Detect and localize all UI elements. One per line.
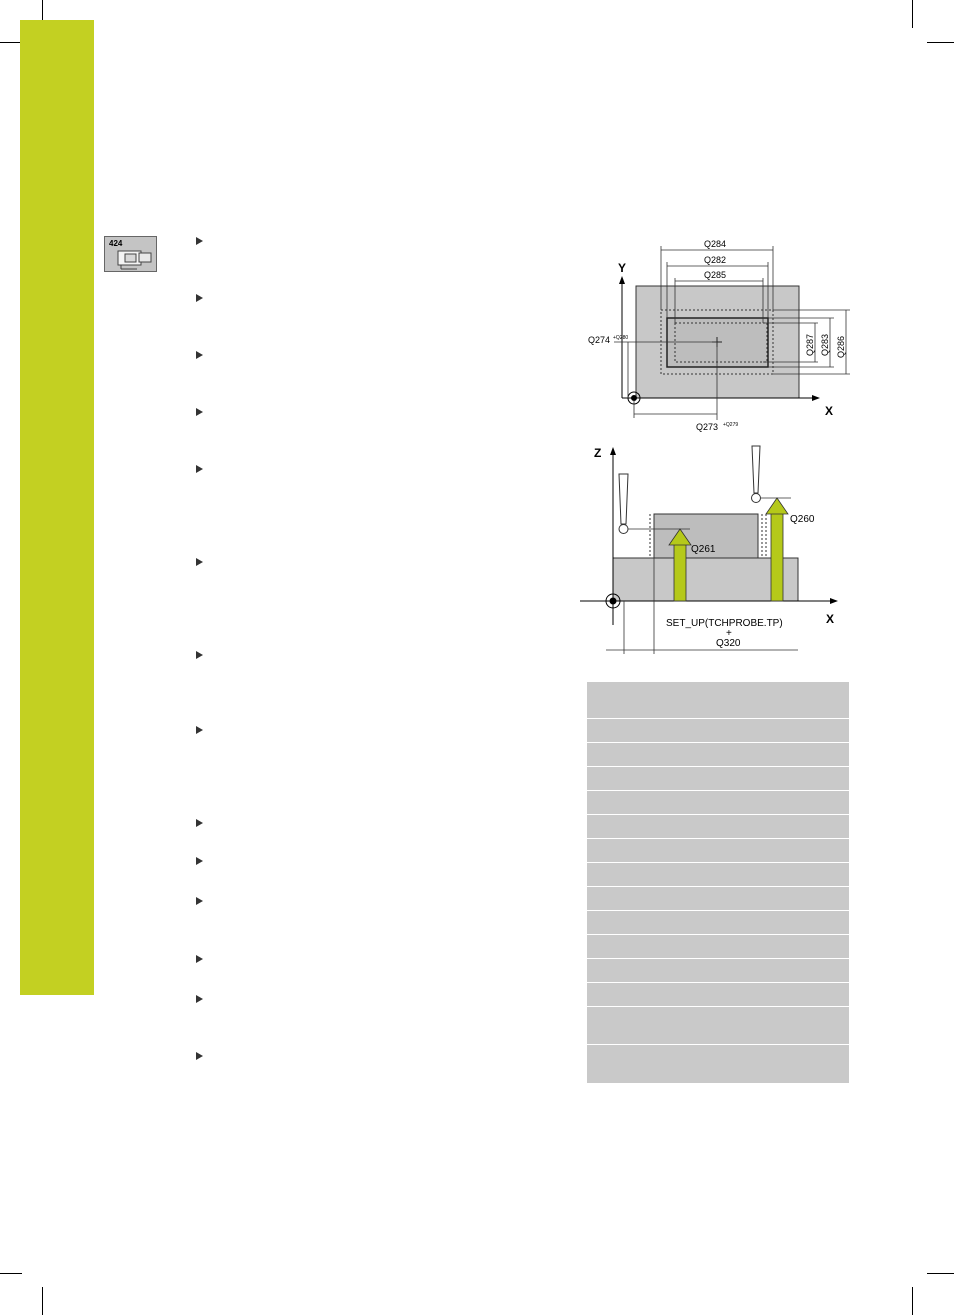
crop-mark: [912, 1287, 913, 1315]
q285-label: Q285: [704, 270, 726, 280]
z-axis-label: Z: [594, 446, 601, 460]
bullet-icon: [196, 955, 203, 963]
bullet-icon: [196, 819, 203, 827]
probe-tip-right: [751, 493, 761, 503]
q283-label: Q283: [820, 334, 830, 356]
probe-tip-left: [618, 524, 629, 534]
table-row: [587, 1045, 849, 1083]
datum-icon: [627, 391, 641, 405]
measure-arrow-right: [765, 497, 789, 602]
x-axis-label: X: [826, 612, 834, 626]
q260-label: Q260: [790, 514, 815, 525]
setup-label: SET_UP(TCHPROBE.TP): [666, 618, 783, 629]
q286-label: Q286: [836, 336, 846, 358]
crop-mark: [42, 1287, 43, 1315]
bullet-icon: [196, 237, 203, 245]
bullet-icon: [196, 465, 203, 473]
bullet-icon: [196, 857, 203, 865]
table-row: [587, 935, 849, 959]
q274-sup: +Q280: [613, 335, 628, 341]
finish-boundary: [674, 322, 768, 363]
bullet-icon: [196, 897, 203, 905]
table-row: [587, 743, 849, 767]
clearance-boundary: [660, 309, 774, 375]
y-axis-label: Y: [618, 261, 626, 275]
chapter-sidebar: [20, 20, 94, 995]
plus-label: +: [726, 628, 732, 639]
probe-stylus-right: [751, 445, 761, 494]
q273-sup: +Q279: [723, 422, 738, 428]
table-row: [587, 839, 849, 863]
table-row: [587, 887, 849, 911]
table-row: [587, 911, 849, 935]
q287-label: Q287: [805, 334, 815, 356]
q261-label: Q261: [691, 544, 716, 555]
table-row: [587, 682, 849, 719]
x-axis-label: X: [825, 404, 833, 418]
table-row: [587, 815, 849, 839]
crop-mark: [0, 42, 22, 43]
bullet-icon: [196, 351, 203, 359]
measure-arrow-left: [668, 528, 692, 602]
bullet-icon: [196, 726, 203, 734]
cycle-number: 424: [109, 239, 123, 248]
q320-label: Q320: [716, 638, 741, 649]
crop-mark: [0, 1273, 22, 1274]
datum-icon: [605, 593, 621, 609]
crop-mark: [927, 1273, 954, 1274]
table-row: [587, 767, 849, 791]
parameter-table: [587, 682, 849, 1083]
table-row: [587, 959, 849, 983]
pocket-outline: [666, 317, 769, 368]
bullet-icon: [196, 995, 203, 1003]
base-block: [612, 557, 799, 602]
bullet-icon: [196, 1052, 203, 1060]
cycle-424-icon[interactable]: 424: [104, 236, 157, 272]
crop-mark: [912, 0, 913, 28]
table-row: [587, 791, 849, 815]
table-row: [587, 863, 849, 887]
bullet-icon: [196, 651, 203, 659]
bullet-icon: [196, 294, 203, 302]
q284-label: Q284: [704, 239, 726, 249]
workpiece-block: [635, 285, 800, 399]
bullet-icon: [196, 408, 203, 416]
q274-label: Q274: [588, 335, 610, 345]
bullet-icon: [196, 558, 203, 566]
probe-stylus-left: [618, 473, 629, 525]
pocket-glyph-icon: [117, 250, 152, 270]
table-row: [587, 1007, 849, 1045]
crop-mark: [927, 42, 954, 43]
table-row: [587, 719, 849, 743]
pocket-section: [653, 513, 759, 559]
crop-mark: [42, 0, 43, 28]
q282-label: Q282: [704, 255, 726, 265]
table-row: [587, 983, 849, 1007]
q273-label: Q273: [696, 422, 718, 432]
